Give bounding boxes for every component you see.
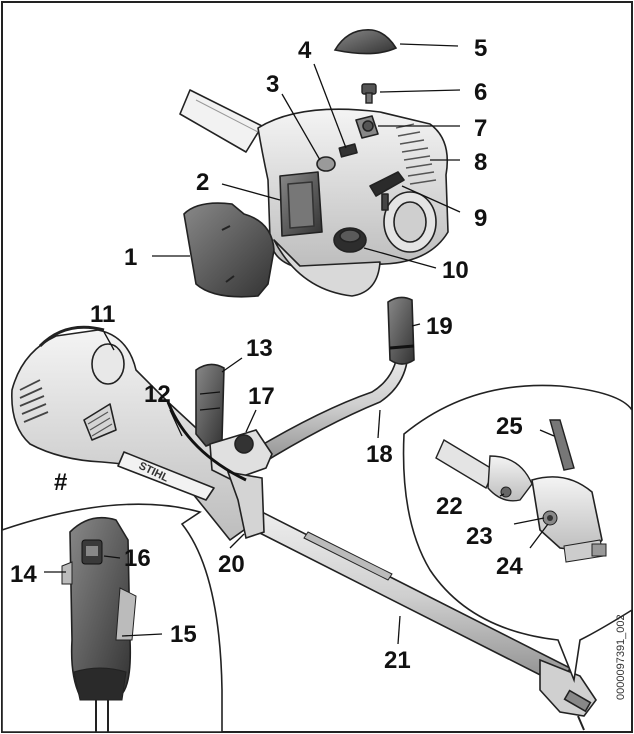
label-hash: # [54,469,67,496]
label-8: 8 [474,149,487,176]
bike-handle [248,296,415,468]
label-13: 13 [246,335,273,362]
label-10: 10 [442,257,469,284]
handle-detail-circle [1,503,223,733]
label-20: 20 [218,551,245,578]
label-4: 4 [298,37,312,64]
part-1-filter-cover [183,202,275,298]
engine-body [11,325,259,541]
leader-lines [44,43,555,645]
label-5: 5 [474,35,487,62]
label-21: 21 [384,647,411,674]
label-24: 24 [496,553,523,580]
image-code: 0000097391_002 [615,614,627,700]
label-25: 25 [496,413,523,440]
throttle-cable [166,401,247,482]
label-22: 22 [436,493,463,520]
label-1: 1 [124,244,137,271]
label-2: 2 [196,169,209,196]
label-16: 16 [124,545,151,572]
engine-unit [179,89,449,297]
label-18: 18 [366,441,393,468]
label-15: 15 [170,621,197,648]
label-7: 7 [474,115,487,142]
part-6-screw [361,83,377,104]
label-6: 6 [474,79,487,106]
gearhead-detail-circle [402,384,633,684]
part-5-cover [333,29,398,55]
label-12: 12 [144,381,171,408]
label-9: 9 [474,205,487,232]
part-1-tabs [221,225,235,283]
label-19: 19 [426,313,453,340]
label-14: 14 [10,561,37,588]
label-3: 3 [266,71,279,98]
label-23: 23 [466,523,493,550]
label-11: 11 [90,301,115,328]
label-17: 17 [248,383,275,410]
